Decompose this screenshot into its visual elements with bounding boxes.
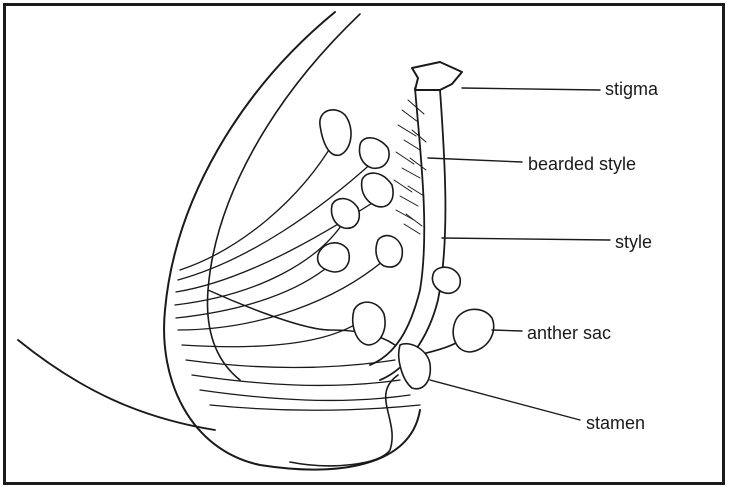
lower-stamens	[290, 309, 494, 465]
anther-sac-leader	[492, 330, 522, 331]
keel-outline	[18, 12, 420, 469]
bearded-hairs	[394, 100, 426, 234]
label-anther-sac: anther sac	[527, 324, 611, 342]
stigma-leader	[462, 88, 600, 90]
leader-lines	[428, 88, 610, 420]
label-stamen: stamen	[586, 414, 645, 432]
anthers	[318, 110, 461, 345]
style-leader	[442, 238, 610, 240]
label-bearded-style: bearded style	[528, 155, 636, 173]
label-style: style	[615, 233, 652, 251]
stamen-leader	[430, 380, 580, 420]
bearded-style-leader	[428, 158, 522, 162]
label-stigma: stigma	[605, 80, 658, 98]
